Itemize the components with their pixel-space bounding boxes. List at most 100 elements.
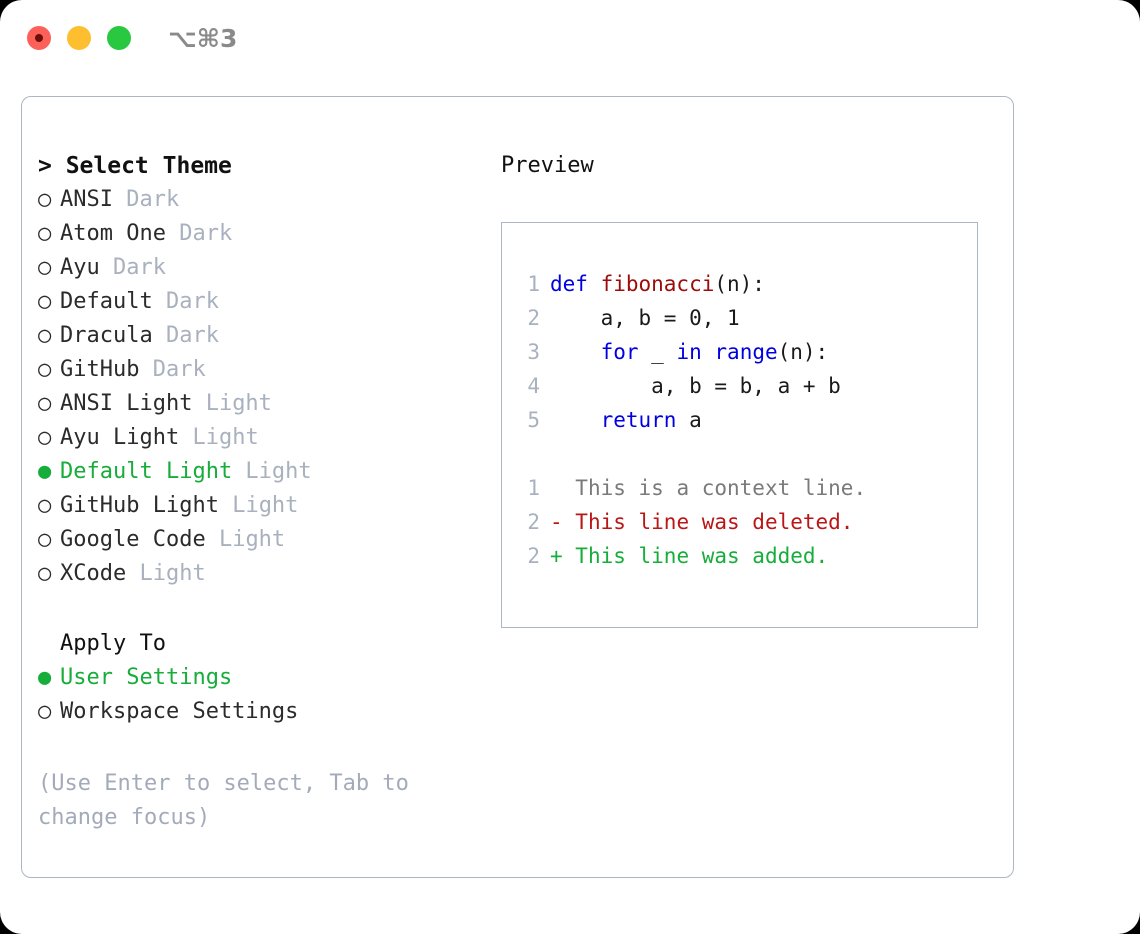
theme-option-label: XCode bbox=[60, 561, 127, 586]
theme-option-label: Dracula bbox=[60, 323, 153, 348]
code-token: def bbox=[550, 272, 601, 296]
line-number: 4 bbox=[527, 374, 540, 398]
theme-option-label: Default Light bbox=[60, 459, 233, 484]
diff-text: This line was deleted. bbox=[575, 510, 854, 534]
theme-option-label: ANSI bbox=[60, 187, 113, 212]
title-bar: ⌥⌘3 bbox=[0, 0, 1140, 78]
theme-variant-tag: Light bbox=[126, 561, 206, 586]
code-token: fibonacci bbox=[600, 272, 715, 296]
theme-option-label: GitHub bbox=[60, 357, 140, 382]
theme-option-label: Atom One bbox=[60, 221, 166, 246]
code-token bbox=[550, 408, 601, 432]
line-number: 3 bbox=[527, 340, 540, 364]
radio-unselected-icon: ○ bbox=[38, 527, 52, 552]
theme-option-ayu[interactable]: ○ Ayu Dark bbox=[38, 251, 478, 285]
theme-variant-tag: Light bbox=[179, 425, 259, 450]
diff-sign: - bbox=[550, 510, 576, 534]
code-line: 2 a, b = 0, 1 bbox=[516, 301, 977, 335]
theme-variant-tag: Dark bbox=[152, 323, 219, 348]
theme-variant-tag: Light bbox=[232, 459, 312, 484]
preview-title: Preview bbox=[501, 153, 594, 178]
line-number: 5 bbox=[527, 408, 540, 432]
code-diff-separator bbox=[516, 437, 977, 471]
apply-to-option-user-settings[interactable]: ● User Settings bbox=[38, 661, 478, 695]
diff-sample: 1 This is a context line. 2- This line wa… bbox=[516, 471, 977, 573]
theme-list[interactable]: ○ANSI Dark○Atom One Dark○Ayu Dark○Defaul… bbox=[38, 183, 478, 591]
code-line: 3 for _ in range(n): bbox=[516, 335, 977, 369]
diff-line-add: 2+ This line was added. bbox=[516, 539, 977, 573]
apply-to-list[interactable]: ● User Settings ○ Workspace Settings bbox=[38, 661, 478, 729]
theme-option-label: GitHub Light bbox=[60, 493, 219, 518]
theme-variant-tag: Light bbox=[192, 391, 272, 416]
diff-text: This line was added. bbox=[575, 544, 829, 568]
theme-option-label: Google Code bbox=[60, 527, 206, 552]
theme-variant-tag: Dark bbox=[165, 221, 233, 246]
theme-option-atom-one[interactable]: ○ Atom One Dark bbox=[38, 217, 478, 251]
theme-option-default-light[interactable]: ●Default Light Light bbox=[38, 455, 478, 489]
code-line: 1 def fibonacci(n): bbox=[516, 267, 977, 301]
line-number: 2 bbox=[527, 306, 540, 330]
line-number: 1 bbox=[527, 476, 540, 500]
theme-list-header: > Select Theme bbox=[38, 153, 232, 179]
radio-unselected-icon: ○ bbox=[38, 357, 52, 382]
theme-option-xcode[interactable]: ○ XCode Light bbox=[38, 557, 478, 591]
radio-unselected-icon: ○ bbox=[38, 289, 52, 314]
radio-unselected-icon: ○ bbox=[38, 391, 52, 416]
code-token: range bbox=[714, 340, 778, 364]
radio-selected-icon: ● bbox=[38, 665, 52, 690]
theme-option-label: ANSI Light bbox=[60, 391, 193, 416]
theme-list-column: > Select Theme ○ANSI Dark○Atom One Dark○… bbox=[38, 149, 478, 835]
theme-option-github[interactable]: ○ GitHub Dark bbox=[38, 353, 478, 387]
code-line: 4 a, b = b, a + b bbox=[516, 369, 977, 403]
theme-variant-tag: Dark bbox=[112, 187, 180, 212]
apply-to-option-workspace-settings[interactable]: ○ Workspace Settings bbox=[38, 695, 478, 729]
apply-to-option-label: Workspace Settings bbox=[60, 699, 299, 724]
theme-option-label: Ayu bbox=[60, 255, 100, 280]
theme-option-github-light[interactable]: ○ GitHub Light Light bbox=[38, 489, 478, 523]
code-token: return bbox=[600, 408, 677, 432]
code-token: a, b = b, a + b bbox=[550, 374, 841, 398]
line-number: 1 bbox=[527, 272, 540, 296]
code-token: (n): bbox=[777, 340, 829, 364]
code-token bbox=[550, 340, 601, 364]
theme-option-label: Ayu Light bbox=[60, 425, 180, 450]
close-window-button[interactable] bbox=[27, 26, 51, 50]
code-token: for bbox=[600, 340, 639, 364]
radio-unselected-icon: ○ bbox=[38, 255, 52, 280]
radio-unselected-icon: ○ bbox=[38, 561, 52, 586]
radio-unselected-icon: ○ bbox=[38, 323, 52, 348]
theme-option-ayu-light[interactable]: ○Ayu Light Light bbox=[38, 421, 478, 455]
theme-variant-tag: Dark bbox=[99, 255, 166, 280]
code-token: in bbox=[676, 340, 702, 364]
theme-option-google-code[interactable]: ○ Google Code Light bbox=[38, 523, 478, 557]
theme-option-dracula[interactable]: ○ Dracula Dark bbox=[38, 319, 478, 353]
code-token: (n): bbox=[714, 272, 765, 296]
theme-variant-tag: Light bbox=[205, 527, 286, 552]
radio-unselected-icon: ○ bbox=[38, 221, 52, 246]
apply-to-option-label: User Settings bbox=[60, 665, 233, 690]
diff-line-ctx: 1 This is a context line. bbox=[516, 471, 977, 505]
theme-picker-panel: > Select Theme ○ANSI Dark○Atom One Dark○… bbox=[21, 96, 1014, 878]
line-number: 2 bbox=[527, 510, 540, 534]
code-token: a, b = 0, 1 bbox=[550, 306, 740, 330]
keyboard-hint-text: (Use Enter to select, Tab to change focu… bbox=[38, 771, 409, 830]
line-number: 2 bbox=[527, 544, 540, 568]
code-token bbox=[702, 340, 715, 364]
theme-option-ansi[interactable]: ○ANSI Dark bbox=[38, 183, 478, 217]
diff-text: This is a context line. bbox=[575, 476, 867, 500]
theme-variant-tag: Light bbox=[218, 493, 299, 518]
theme-option-default[interactable]: ○Default Dark bbox=[38, 285, 478, 319]
theme-variant-tag: Dark bbox=[139, 357, 206, 382]
theme-option-label: Default bbox=[60, 289, 153, 314]
radio-unselected-icon: ○ bbox=[38, 493, 52, 518]
code-line: 5 return a bbox=[516, 403, 977, 437]
radio-unselected-icon: ○ bbox=[38, 699, 52, 724]
code-token: _ bbox=[638, 340, 677, 364]
maximize-window-button[interactable] bbox=[107, 26, 131, 50]
minimize-window-button[interactable] bbox=[67, 26, 91, 50]
apply-to-header: Apply To bbox=[60, 631, 166, 656]
theme-option-ansi-light[interactable]: ○ ANSI Light Light bbox=[38, 387, 478, 421]
